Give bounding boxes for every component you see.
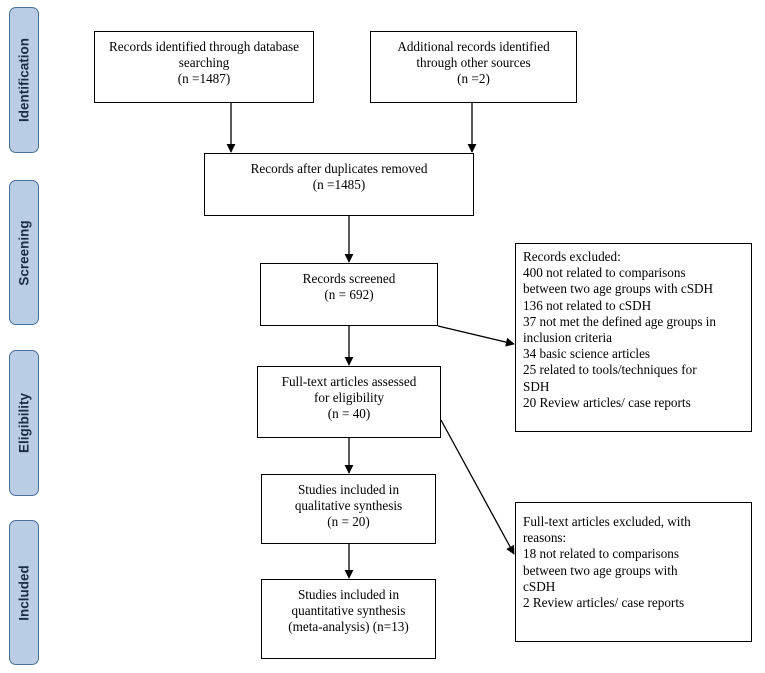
box-line: 400 not related to comparisons xyxy=(523,265,686,281)
box-line: qualitative synthesis xyxy=(294,498,403,514)
box-line: Records after duplicates removed xyxy=(250,161,428,176)
box-full-text-assessed: Full-text articles assessed for eligibil… xyxy=(257,366,441,438)
box-line: (n =1487) xyxy=(177,71,231,87)
box-line: (n = 20) xyxy=(327,514,370,530)
box-line: (n = 40) xyxy=(327,406,371,422)
box-full-text-excluded: Full-text articles excluded, with reason… xyxy=(515,502,752,642)
box-line: (meta-analysis) (n=13) xyxy=(288,619,409,635)
box-line: Studies included in xyxy=(297,587,400,602)
box-line: quantitative synthesis xyxy=(291,603,406,619)
phase-label-included: Included xyxy=(9,520,39,665)
box-line: Full-text articles excluded, with xyxy=(523,514,691,529)
box-other-sources: Additional records identified through ot… xyxy=(370,31,577,103)
box-line: SDH xyxy=(523,378,550,394)
box-line: inclusion criteria xyxy=(523,330,612,346)
box-line: 18 not related to comparisons xyxy=(523,546,680,562)
box-line: between two age groups with xyxy=(523,562,678,578)
box-quantitative-synthesis: Studies included in quantitative synthes… xyxy=(261,579,436,659)
box-line: Additional records identified xyxy=(397,39,550,54)
box-line: 37 not met the defined age groups in xyxy=(523,313,717,329)
box-line: Studies included in xyxy=(297,482,400,497)
box-line: (n =1485) xyxy=(312,177,366,193)
box-line: cSDH xyxy=(523,578,556,594)
box-duplicates-removed: Records after duplicates removed (n =148… xyxy=(204,153,474,216)
phase-label-screening: Screening xyxy=(9,180,39,325)
box-qualitative-synthesis: Studies included in qualitative synthesi… xyxy=(261,474,436,544)
phase-label-eligibility: Eligibility xyxy=(9,350,39,496)
box-database-records: Records identified through database sear… xyxy=(94,31,314,103)
box-records-excluded: Records excluded: 400 not related to com… xyxy=(515,243,752,432)
phase-label-identification: Identification xyxy=(9,7,39,153)
box-line: (n = 692) xyxy=(324,287,374,303)
box-line: Records excluded: xyxy=(523,249,621,264)
box-line: Full-text articles assessed xyxy=(281,374,417,389)
arrow-fulltext-to-excluded xyxy=(440,419,515,555)
box-line: Records identified through database xyxy=(108,39,300,54)
box-line: between two age groups with cSDH xyxy=(523,281,714,297)
arrow-screened-to-excluded xyxy=(437,325,515,347)
box-line: 20 Review articles/ case reports xyxy=(523,394,691,410)
box-line: (n =2) xyxy=(457,71,490,87)
box-line: 25 related to tools/techniques for xyxy=(523,362,697,378)
box-records-screened: Records screened (n = 692) xyxy=(260,263,438,326)
box-line: Records screened xyxy=(302,271,396,286)
box-line: for eligibility xyxy=(314,390,384,406)
box-line: reasons: xyxy=(523,530,567,546)
box-line: through other sources xyxy=(416,55,531,71)
box-line: 34 basic science articles xyxy=(523,346,651,362)
box-line: searching xyxy=(178,55,230,71)
box-line: 2 Review articles/ case reports xyxy=(523,595,685,611)
box-line: 136 not related to cSDH xyxy=(523,297,652,313)
